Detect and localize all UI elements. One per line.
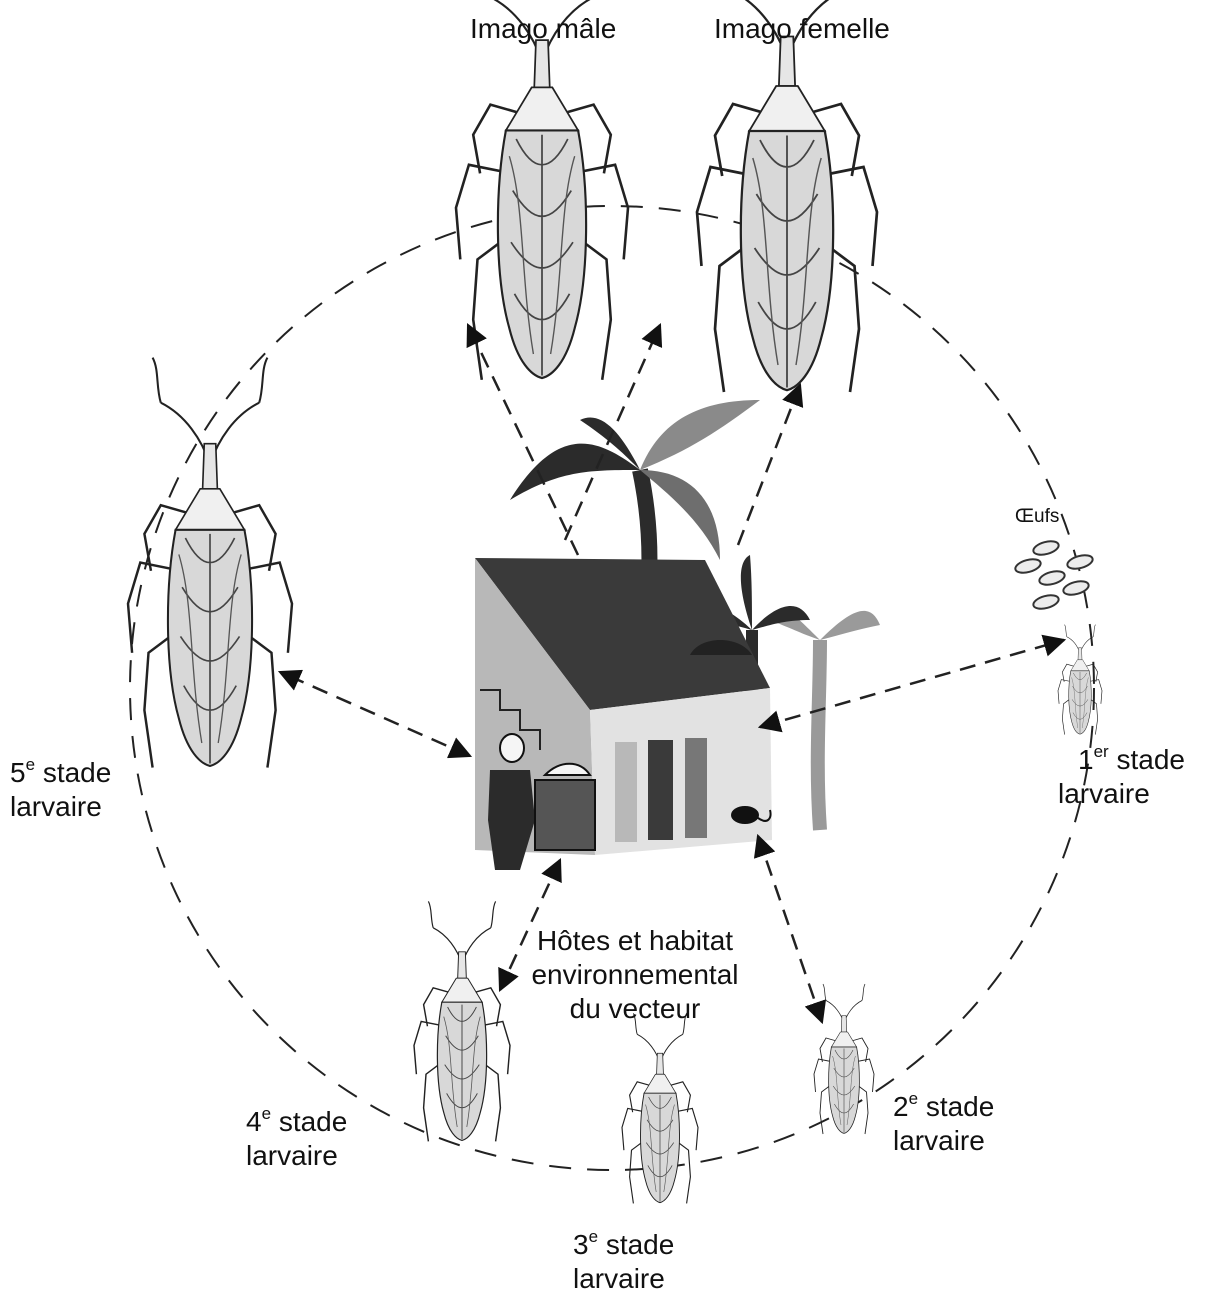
label-imago-male: Imago mâle	[470, 12, 616, 46]
label-stage2: 2e stade larvaire	[893, 1090, 994, 1158]
arrow-stage5	[280, 672, 470, 756]
stage3-illustration	[622, 1013, 698, 1203]
label-eggs: Œufs	[1015, 500, 1059, 534]
label-stage5: 5e stade larvaire	[10, 756, 111, 824]
label-stage1: 1er stade larvaire	[1078, 743, 1185, 811]
arrow-stage1	[760, 640, 1064, 727]
stage2-illustration	[814, 984, 874, 1134]
host-habitat-illustration	[475, 400, 880, 870]
eggs-illustration	[1014, 539, 1094, 611]
label-stage3: 3e stade larvaire	[573, 1228, 674, 1296]
label-stage4: 4e stade larvaire	[246, 1105, 347, 1173]
imago-female-illustration	[697, 0, 877, 392]
imago-male-illustration	[456, 0, 628, 380]
label-imago-female: Imago femelle	[714, 12, 890, 46]
stage5-illustration	[128, 358, 292, 768]
label-center: Hôtes et habitat environnemental du vect…	[500, 924, 770, 1026]
stage1-illustration	[1058, 625, 1102, 735]
stage4-illustration	[414, 901, 510, 1141]
